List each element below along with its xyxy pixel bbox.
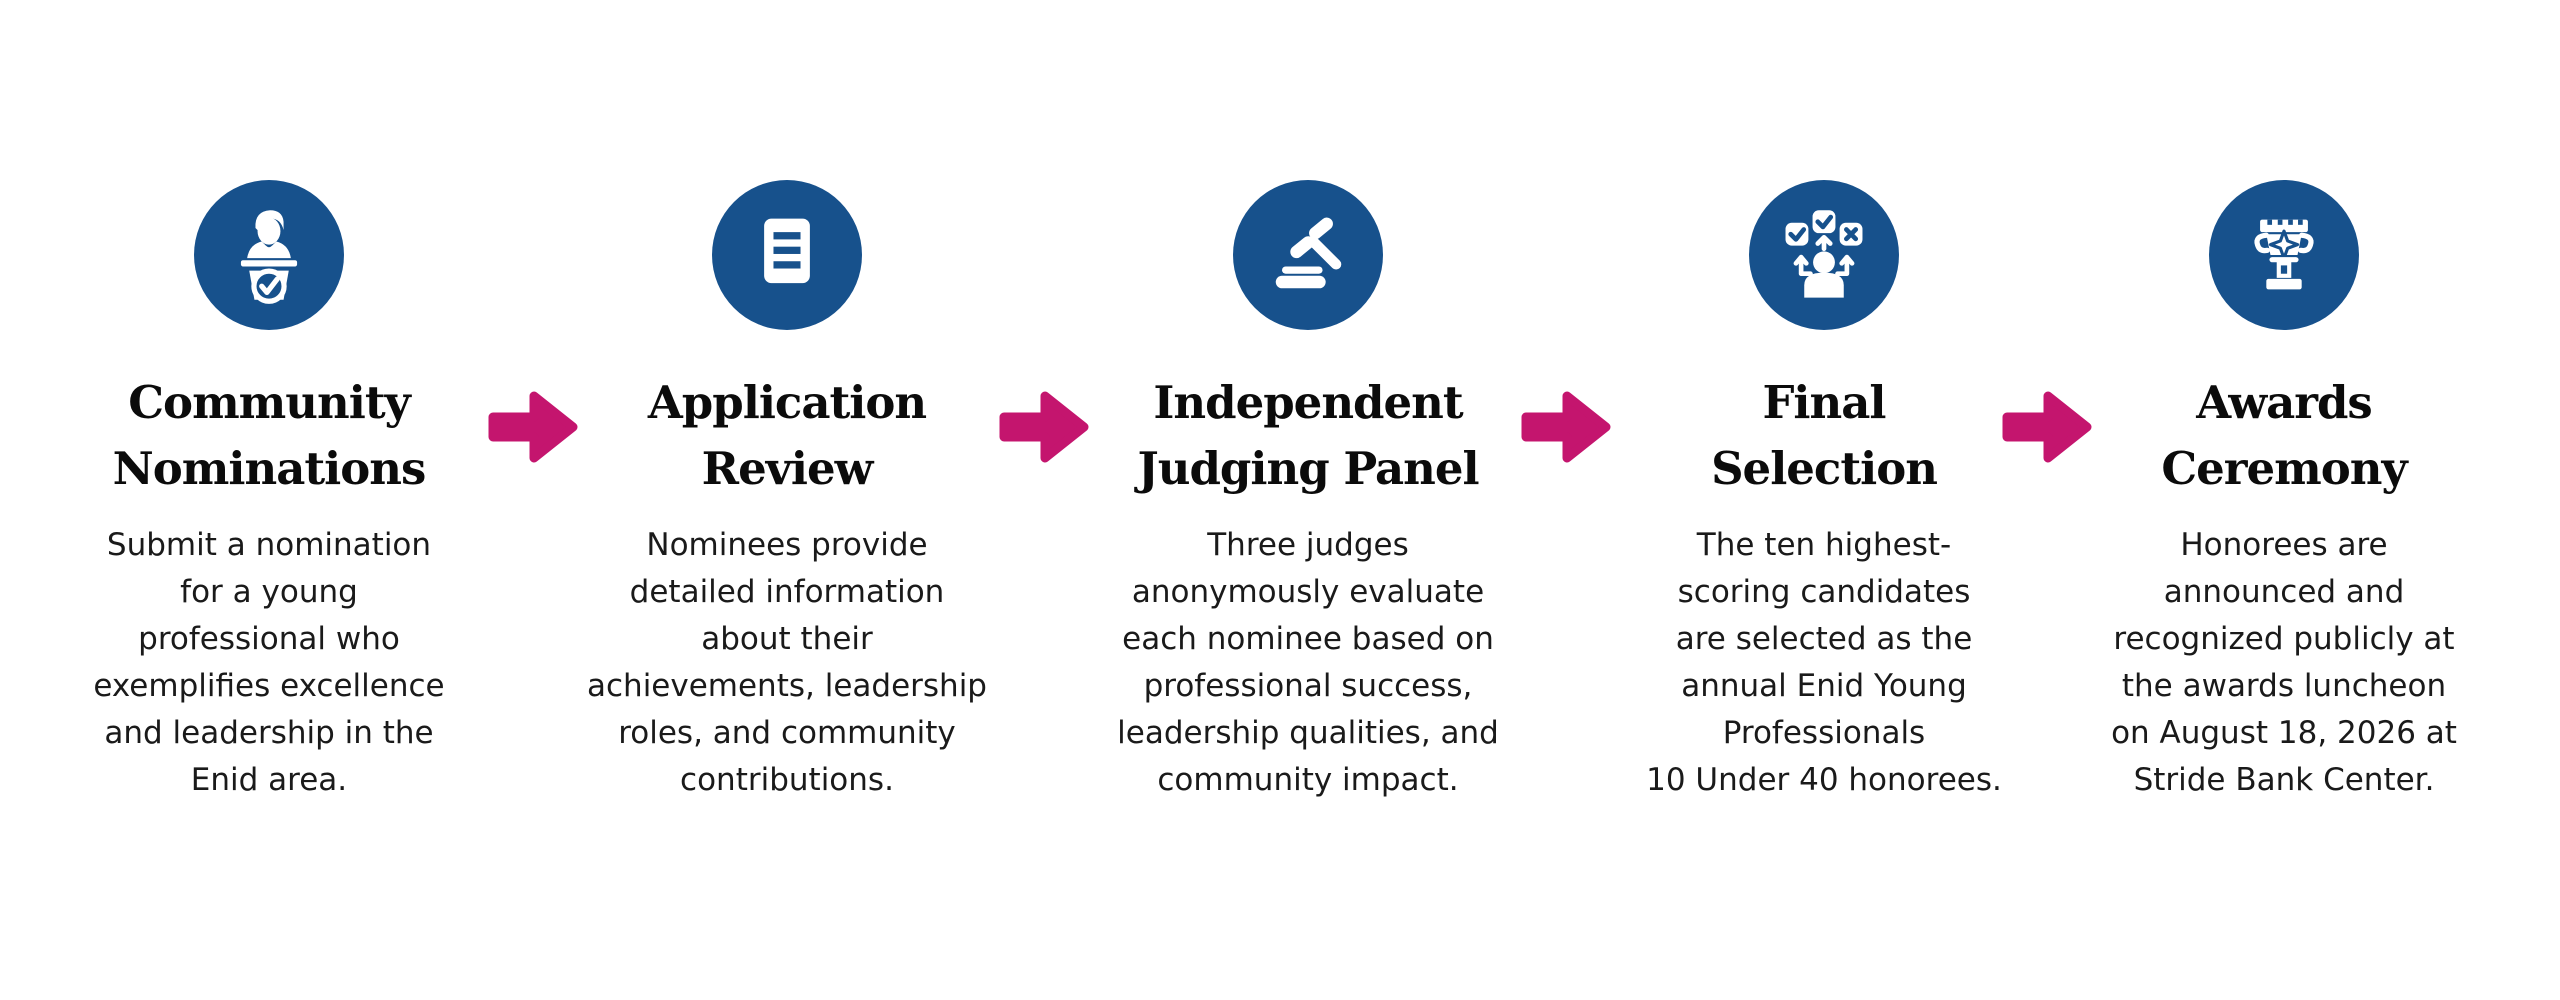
step-icon-circle [1749,180,1899,330]
flow-arrow-3 [1520,385,1612,469]
trophy-icon [2254,219,2314,290]
right-arrow-icon [1521,391,1611,463]
step-title: Final Selection [1711,376,1938,495]
right-arrow-icon [2002,391,2092,463]
step-icon-circle [194,180,344,330]
step-final-selection: Final Selection The ten highest- scoring… [1574,180,2074,804]
gavel-icon [1275,217,1342,289]
step-description: Nominees provide detailed information ab… [587,527,987,798]
step-title: Community Nominations [112,376,427,495]
step-description: The ten highest- scoring candidates are … [1646,527,2002,798]
right-arrow-icon [488,391,578,463]
step-icon-circle [2209,180,2359,330]
step-independent-judging-panel: Independent Judging Panel Three judges a… [1058,180,1558,804]
step-title: Awards Ceremony [2161,376,2407,495]
step-application-review: Application Review Nominees provide deta… [537,180,1037,804]
step-icon-circle [712,180,862,330]
step-icon-circle [1233,180,1383,330]
flow-arrow-2 [998,385,1090,469]
flow-arrow-1 [487,385,579,469]
candidate-selection-icon [1785,210,1863,298]
right-arrow-icon [999,391,1089,463]
step-description: Submit a nomination for a young professi… [93,527,445,798]
document-icon [764,218,810,284]
step-title: Independent Judging Panel [1137,376,1479,495]
flow-arrow-4 [2001,385,2093,469]
step-community-nominations: Community Nominations Submit a nominatio… [19,180,519,804]
podium-speaker-icon [240,210,298,304]
step-description: Three judges anonymously evaluate each n… [1117,527,1499,798]
step-title: Application Review [647,376,927,495]
step-awards-ceremony: Awards Ceremony Honorees are announced a… [2034,180,2534,804]
step-description: Honorees are announced and recognized pu… [2111,527,2457,798]
